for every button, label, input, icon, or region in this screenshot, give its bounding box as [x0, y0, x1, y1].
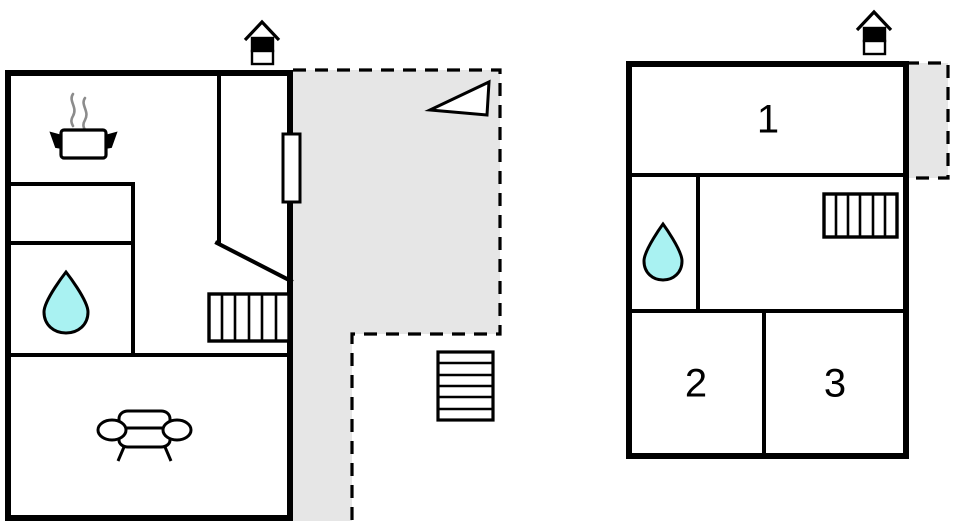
ground-terrace-group	[293, 68, 502, 521]
water-drop-icon	[42, 269, 90, 335]
room-label-3: 3	[824, 362, 846, 406]
room-label-1: 1	[757, 98, 779, 142]
terrace-dashed-border	[906, 61, 950, 180]
exterior-stairs-icon	[436, 350, 495, 422]
ground-floor-plan	[5, 20, 502, 521]
terrace-area	[906, 63, 948, 178]
upper-floor-interior-walls	[627, 173, 908, 458]
exterior-door-icon[interactable]	[281, 132, 302, 204]
cooking-pot-icon	[49, 92, 118, 160]
ground-floor-interior-walls	[6, 71, 294, 357]
sofa-icon	[96, 409, 193, 462]
room-label-2: 2	[685, 362, 707, 406]
chimney-icon	[243, 20, 281, 66]
terrace-dashed-border	[293, 68, 502, 521]
upper-floor-plan: 1 2 3	[626, 10, 950, 459]
terrace-area	[293, 70, 500, 521]
water-drop-icon	[642, 221, 684, 282]
interior-stairs-icon	[207, 292, 291, 343]
interior-stairs-icon	[822, 192, 899, 239]
terrace-furniture-icon	[424, 79, 491, 117]
chimney-icon	[855, 10, 893, 56]
upper-terrace-group	[906, 61, 950, 180]
